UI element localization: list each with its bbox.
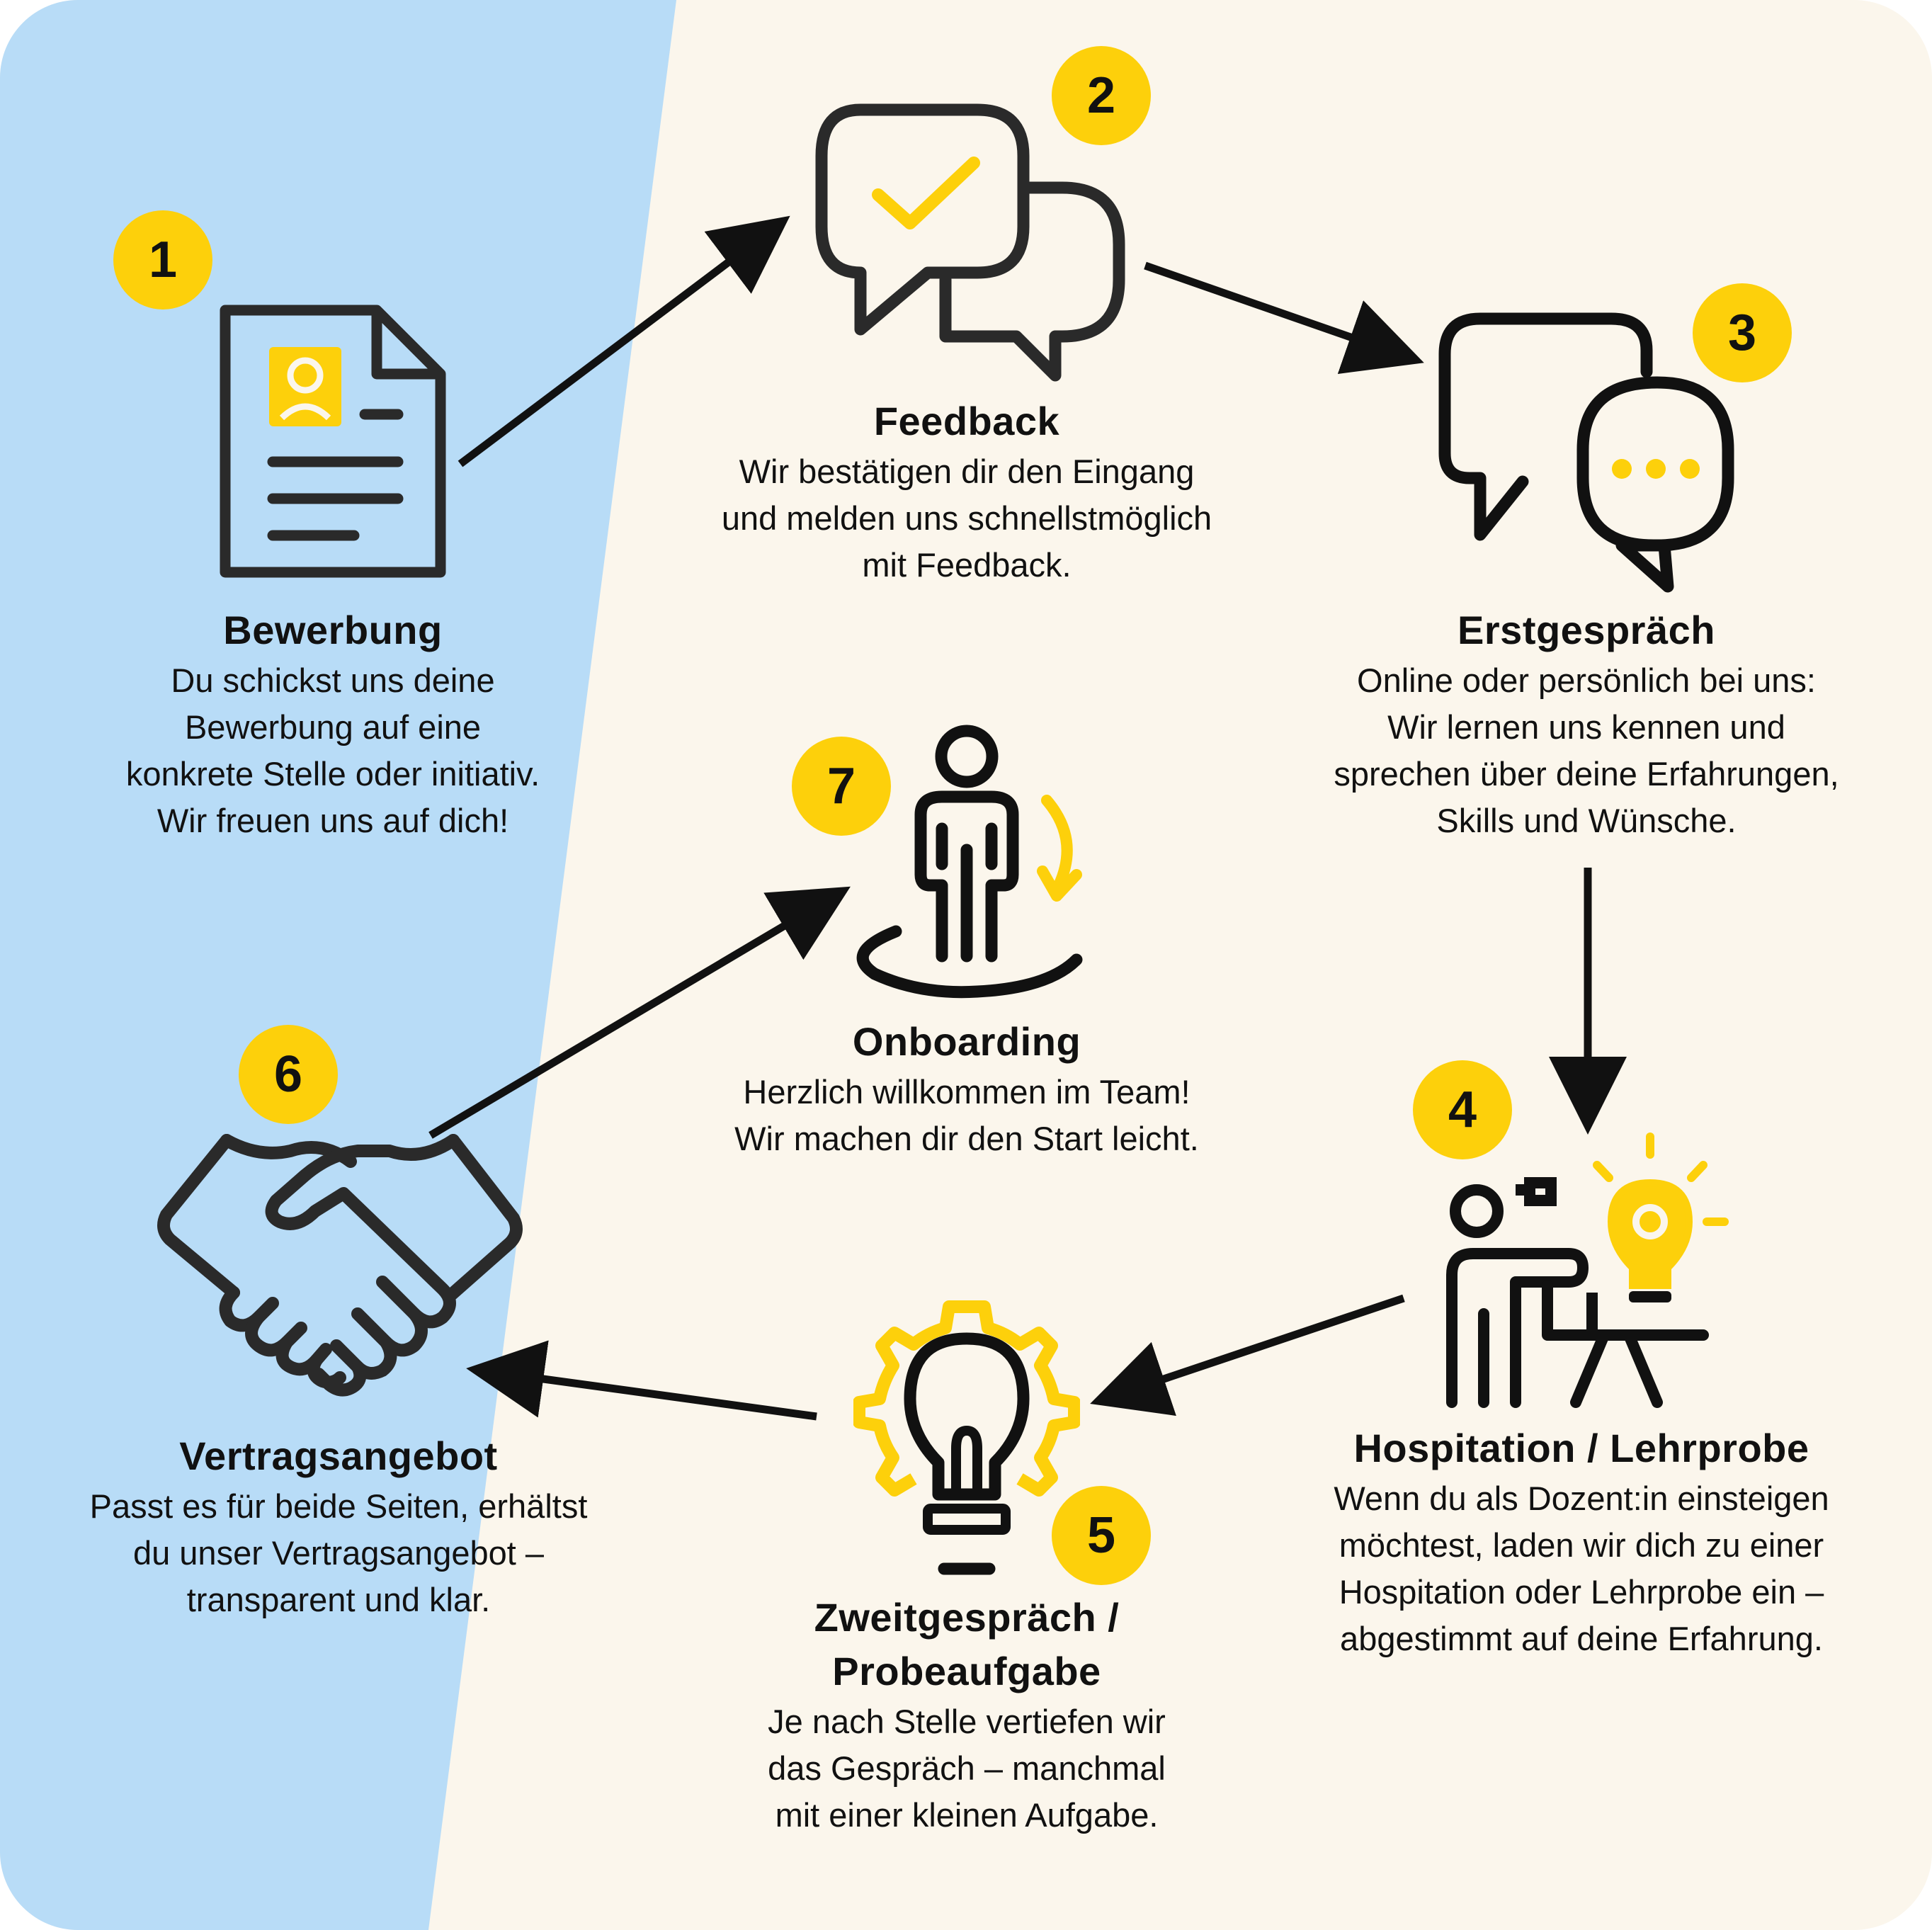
resume-document-icon [220, 305, 446, 578]
step-title: Bewerbung [223, 608, 443, 652]
step-number-badge: 2 [1052, 46, 1151, 145]
step-description: Du schickst uns deine Bewerbung auf eine… [125, 662, 540, 839]
step-4-text: Hospitation / Lehrprobe Wenn du als Doze… [1334, 1421, 1829, 1662]
step-title: Zweitgespräch / Probeaufgabe [814, 1595, 1120, 1693]
arrow-4-to-5 [1090, 1294, 1405, 1417]
step-description: Online oder persönlich bei uns: Wir lern… [1334, 662, 1839, 839]
step-title: Hospitation / Lehrprobe [1353, 1426, 1809, 1470]
lightbulb-gear-icon [853, 1300, 1080, 1575]
step-title: Onboarding [852, 1019, 1081, 1064]
left-blue-band [0, 0, 676, 1930]
person-onboarding-icon [856, 725, 1083, 999]
step-number-badge: 3 [1693, 283, 1792, 382]
arrow-6-to-7 [428, 886, 851, 1139]
step-number-badge: 5 [1052, 1486, 1151, 1585]
step-title: Vertragsangebot [179, 1434, 498, 1478]
step-description: Je nach Stelle vertiefen wir das Gespräc… [768, 1703, 1166, 1834]
step-description: Wir bestätigen dir den Eingang und melde… [721, 453, 1212, 584]
step-number-badge: 1 [113, 210, 212, 310]
step-2-text: Feedback Wir bestätigen dir den Eingang … [722, 394, 1212, 589]
chat-check-icon [815, 103, 1125, 382]
step-7-text: Onboarding Herzlich willkommen im Team! … [734, 1015, 1199, 1162]
arrow-1-to-2 [458, 215, 790, 467]
chat-bubbles-icon [1438, 312, 1734, 593]
step-5-text: Zweitgespräch / Probeaufgabe Je nach Ste… [768, 1591, 1166, 1839]
step-title: Erstgespräch [1457, 608, 1715, 652]
step-description: Herzlich willkommen im Team! Wir machen … [734, 1073, 1199, 1157]
arrow-2-to-3 [1144, 261, 1424, 374]
step-3-text: Erstgespräch Online oder persönlich bei … [1334, 603, 1839, 844]
step-title: Feedback [873, 399, 1060, 443]
presentation-icon [1446, 1133, 1729, 1408]
step-1-text: Bewerbung Du schickst uns deine Bewerbun… [126, 603, 540, 844]
step-number-badge: 6 [239, 1025, 338, 1124]
arrow-5-to-6 [466, 1340, 817, 1421]
step-number-badge: 4 [1413, 1060, 1512, 1159]
step-description: Passt es für beide Seiten, erhältst du u… [89, 1487, 588, 1618]
step-6-text: Vertragsangebot Passt es für beide Seite… [90, 1429, 588, 1623]
step-number-badge: 7 [792, 737, 891, 836]
step-description: Wenn du als Dozent:in einsteigen möchtes… [1334, 1480, 1829, 1657]
handshake-icon [157, 1134, 523, 1397]
